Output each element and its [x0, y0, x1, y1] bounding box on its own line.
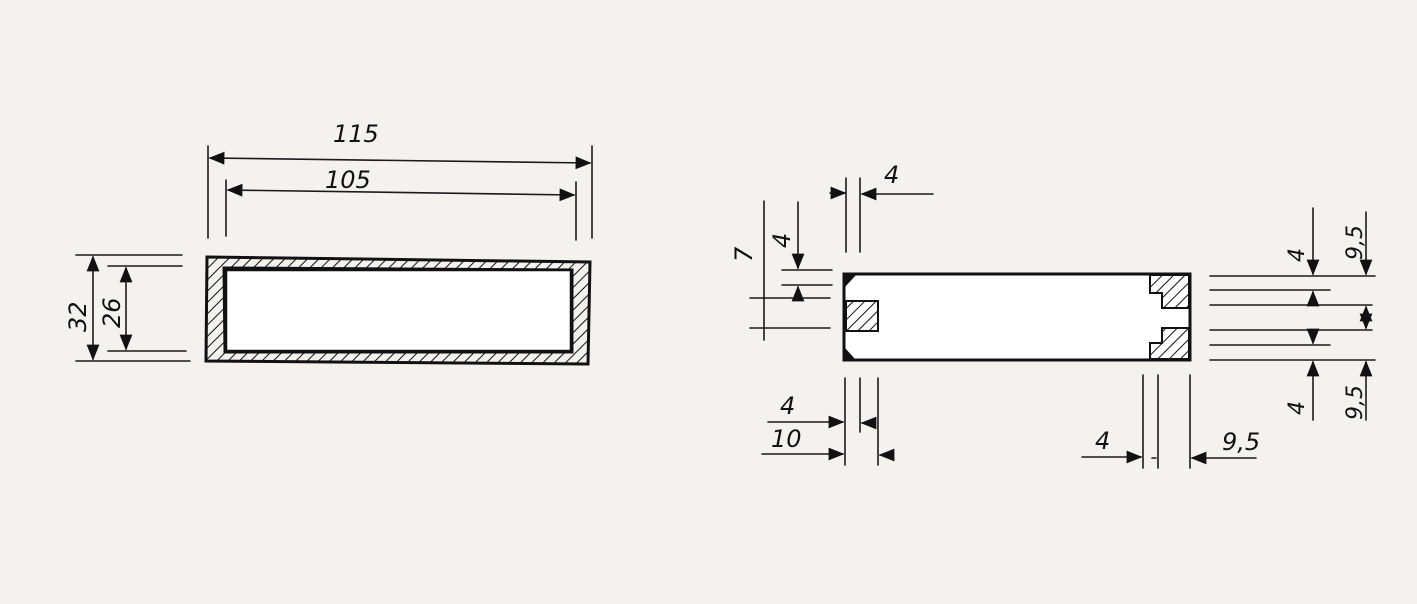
bottom-right-outer-label: 9,5: [1222, 428, 1260, 456]
bottom-right-dimensions: 4 9,5: [1081, 374, 1260, 469]
inner-height-label: 26: [98, 297, 126, 328]
right-top-inner-label: 4: [1285, 248, 1310, 262]
left-profile: [204, 255, 592, 366]
left-offset-label: 4: [768, 233, 796, 248]
outer-height-label: 32: [64, 301, 92, 332]
left-bottom-chamfer: [845, 348, 855, 359]
left-width-dimensions: 115 105: [207, 120, 593, 241]
right-vertical-dimensions: 4 9,5 4 9,5: [1209, 207, 1376, 421]
left-height-label: 7: [730, 246, 758, 262]
left-top-chamfer: [845, 275, 856, 287]
left-tab: [845, 300, 879, 332]
right-top-block: [1149, 274, 1190, 309]
bottom-left-outer-label: 10: [771, 425, 802, 453]
inner-width-label: 105: [325, 166, 371, 194]
outer-width-label: 115: [333, 120, 379, 148]
bottom-right-inner-label: 4: [1095, 427, 1110, 455]
bottom-left-inner-label: 4: [780, 392, 795, 420]
right-profile: [842, 272, 1192, 362]
right-profile-body: [842, 272, 1192, 362]
right-bottom-block: [1149, 327, 1190, 360]
top-wall-dimension: 4: [829, 161, 934, 253]
bottom-left-dimensions: 4 10: [761, 377, 895, 466]
right-top-outer-label: 9,5: [1343, 225, 1368, 260]
right-bottom-inner-label: 4: [1285, 401, 1310, 415]
right-bottom-outer-label: 9,5: [1343, 385, 1368, 420]
left-vertical-dimensions: 7 4: [730, 200, 833, 341]
left-profile-cavity: [224, 268, 573, 353]
left-height-dimensions: 32 26: [64, 254, 191, 362]
top-wall-label: 4: [884, 161, 899, 189]
